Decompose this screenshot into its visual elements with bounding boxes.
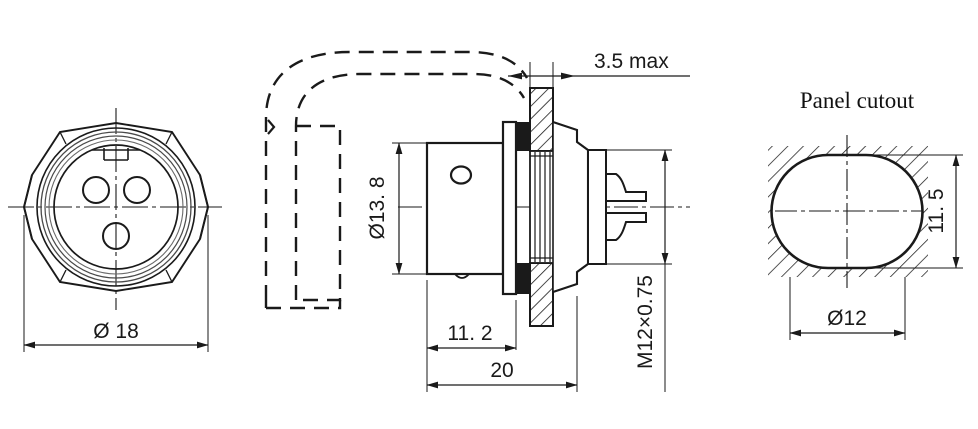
hex-nut-chamfer-top <box>576 141 589 151</box>
front-ring-3 <box>44 135 188 279</box>
dim-label-thread: M12×0.75 <box>634 275 657 369</box>
front-ring-4 <box>48 139 184 275</box>
front-hex-flat-br <box>165 269 173 283</box>
front-dim-label-dia18: Ø 18 <box>93 320 139 343</box>
gasket-seal-bottom <box>516 263 530 294</box>
front-hex-vertex-left <box>23 174 33 240</box>
hex-nut <box>552 121 590 293</box>
connector-barrel <box>425 141 505 276</box>
front-hex-vertex-right <box>199 174 209 240</box>
front-hex-flat-tr <box>165 131 173 145</box>
cable-loop-kink <box>267 119 276 135</box>
dim-arrow-3-5-left <box>508 72 522 80</box>
front-pin-hole-1 <box>82 176 110 204</box>
side-section-view: 3.5 max Ø13. 8 11. 2 20 M12×0.75 <box>264 50 690 392</box>
panel-cutout-view: Panel cutout Ø12 11. 5 <box>768 88 963 340</box>
panel-section-top <box>529 87 554 152</box>
panel-cutout-title: Panel cutout <box>800 88 915 113</box>
front-view: Ø 18 <box>8 108 222 352</box>
cable-backshell-rect <box>296 124 342 302</box>
connector-flange <box>501 120 518 296</box>
dim-label-3-5-max: 3.5 max <box>594 50 669 73</box>
panel-section-bottom <box>529 262 554 327</box>
cable-backshell-bottom <box>266 300 342 310</box>
rear-insulator <box>587 149 607 265</box>
cable-loop-outer <box>264 50 529 300</box>
dim-label-dia138: Ø13. 8 <box>366 176 389 239</box>
front-ring-inner <box>53 144 179 270</box>
front-hex-flat-bl <box>59 269 67 283</box>
solder-pin-lower <box>605 212 647 241</box>
gasket-seal-top <box>516 122 530 151</box>
dim-label-11-5: 11. 5 <box>925 188 948 233</box>
dim-label-dia12: Ø12 <box>827 307 867 330</box>
front-ring-2 <box>40 131 192 283</box>
barrel-bottom-notch <box>454 273 470 279</box>
dim-arrow-3-5-right <box>561 72 575 80</box>
front-pin-hole-3 <box>102 222 130 250</box>
dim-label-11-2: 11. 2 <box>447 322 492 345</box>
solder-pin-upper <box>605 173 647 202</box>
dim-label-20: 20 <box>490 359 513 382</box>
front-hex-flat-tl <box>59 131 67 145</box>
barrel-detent-hole <box>449 165 473 185</box>
hex-nut-chamfer-bottom <box>576 263 589 273</box>
front-ring-outer <box>36 127 196 287</box>
front-pin-hole-2 <box>123 176 151 204</box>
